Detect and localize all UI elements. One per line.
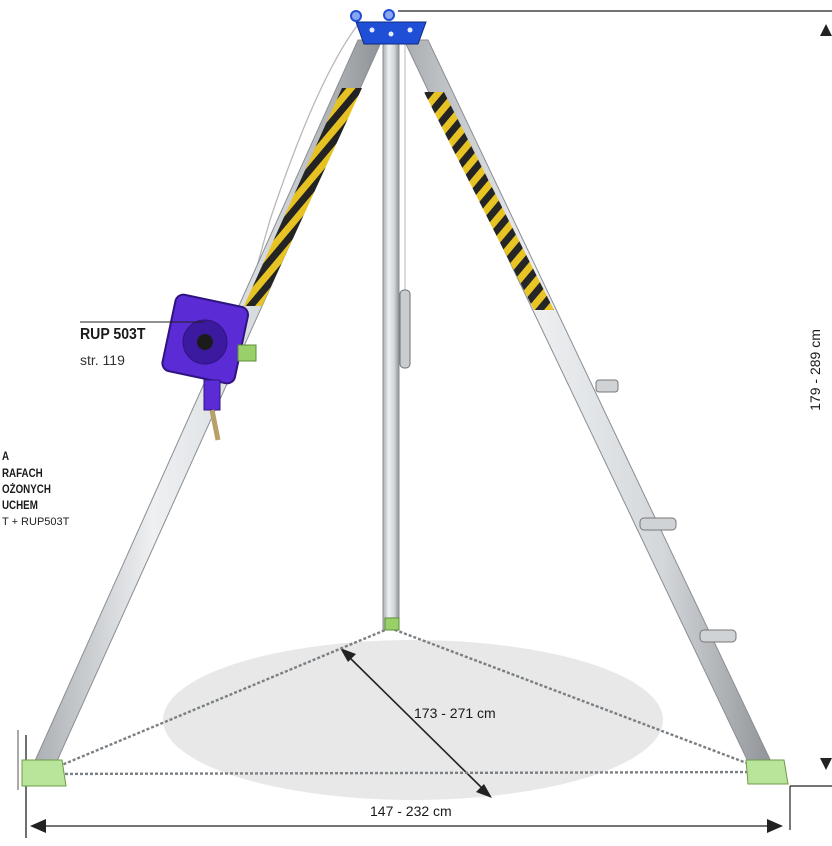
- page-reference: str. 119: [80, 352, 125, 368]
- left-note-line2: RAFACH: [2, 468, 43, 480]
- tripod-foot-right: [745, 759, 789, 785]
- tripod-leg-right: [403, 39, 776, 771]
- left-note-line1: A: [2, 451, 10, 463]
- height-dimension-label: 179 - 289 cm: [807, 329, 823, 411]
- winch-rup503t: [80, 293, 257, 441]
- product-model-label: RUP 503T: [80, 326, 146, 343]
- base-chains: [44, 626, 766, 776]
- height-dimension-line: [398, 10, 832, 830]
- leg-span-dimension-label: 173 - 271 cm: [414, 705, 496, 721]
- leg-span-dimension-line: [340, 648, 492, 798]
- tripod-leg-center: [382, 41, 411, 631]
- left-note-line4: UCHEM: [2, 500, 38, 512]
- left-note-line5: T + RUP503T: [2, 516, 70, 528]
- tripod-head: [350, 9, 427, 45]
- base-width-dimension-label: 147 - 232 cm: [370, 803, 452, 819]
- base-width-dimension-line: [25, 735, 783, 838]
- left-note-line3: OŻONYCH: [2, 484, 51, 496]
- tripod-foot-left: [17, 730, 67, 790]
